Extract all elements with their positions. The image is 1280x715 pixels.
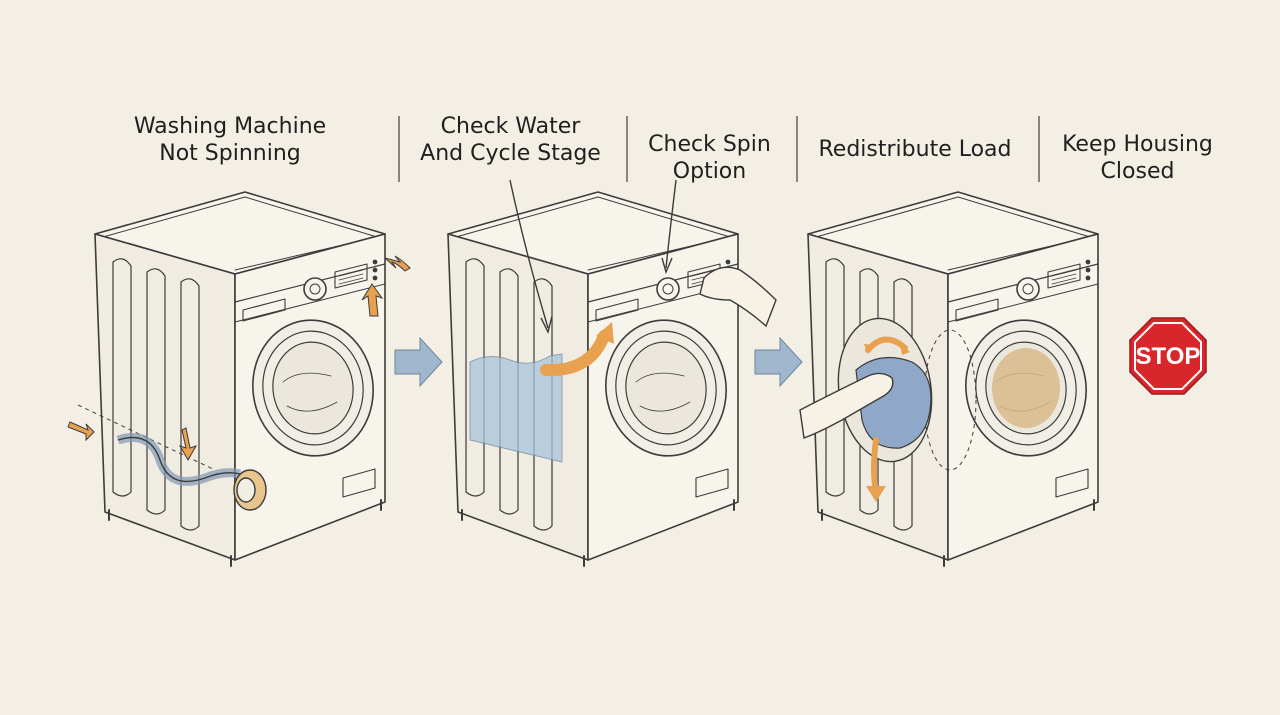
stop-sign-icon: STOP <box>1129 317 1207 395</box>
caption-divider <box>1038 116 1040 182</box>
caption-check-water: Check Water And Cycle Stage <box>408 113 613 167</box>
caption-check-spin-line1: Check Spin <box>648 132 771 157</box>
caption-redistribute: Redistribute Load <box>805 136 1025 163</box>
orange-arrowhead-icon <box>864 344 875 354</box>
stop-sign-text: STOP <box>1136 343 1201 370</box>
caption-redistribute-line1: Redistribute Load <box>818 137 1012 162</box>
hand-icon <box>699 266 777 328</box>
door-swing-icon <box>923 329 977 471</box>
caption-divider <box>626 116 628 182</box>
caption-check-water-line2: And Cycle Stage <box>420 141 601 166</box>
caption-keep-closed: Keep Housing Closed <box>1045 131 1230 185</box>
caption-divider <box>796 116 798 182</box>
next-step-arrow-icon <box>754 336 803 388</box>
caption-keep-closed-line2: Closed <box>1100 159 1175 184</box>
laundry-in-drum-icon <box>992 348 1060 428</box>
pointer-arrowhead-icon <box>661 257 673 275</box>
water-level-icon <box>469 353 563 463</box>
caption-check-spin-line2: Option <box>672 159 747 184</box>
caption-check-water-line1: Check Water <box>440 114 581 139</box>
drain-hose-illustration <box>77 404 267 511</box>
caption-not-spinning-line2: Not Spinning <box>159 141 301 166</box>
washing-machine-1 <box>94 191 386 567</box>
orange-arrowhead-icon <box>866 486 886 502</box>
hand-icon <box>799 372 894 439</box>
pointer-line <box>509 179 549 329</box>
caption-keep-closed-line1: Keep Housing <box>1062 132 1213 157</box>
orange-arrow-icon <box>540 330 610 377</box>
next-step-arrow-icon <box>394 336 443 388</box>
orange-arrowhead-icon <box>900 344 910 355</box>
caption-check-spin: Check Spin Option <box>632 131 787 185</box>
caption-not-spinning: Washing Machine Not Spinning <box>110 113 350 167</box>
orange-arrow-icon <box>67 255 411 462</box>
pointer-arrowhead-icon <box>540 315 553 335</box>
orange-arrowhead-icon <box>596 322 614 344</box>
pointer-line <box>665 179 677 269</box>
caption-divider <box>398 116 400 182</box>
caption-not-spinning-line1: Washing Machine <box>133 114 327 139</box>
